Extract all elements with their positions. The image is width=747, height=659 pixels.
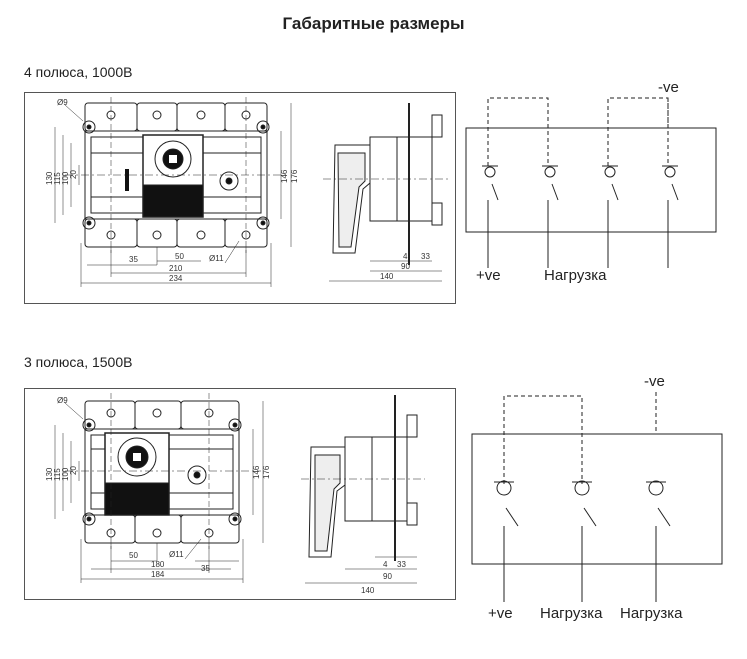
pole [602, 165, 619, 268]
dim-h176: 176 [262, 465, 271, 479]
dim-pitch: 50 [129, 551, 138, 560]
dim-fix-hole: Ø11 [209, 254, 224, 263]
dim-d90: 90 [383, 572, 392, 581]
section-label-4-pole: 4 полюса, 1000В [24, 64, 133, 80]
front-view-4-pole [54, 97, 292, 287]
dim-inner-width: 180 [151, 560, 165, 569]
dim-d140: 140 [380, 272, 394, 281]
dim-outer-width: 184 [151, 570, 165, 579]
dim-h100: 100 [61, 467, 70, 481]
terminal-neg-label: -ve [658, 79, 679, 96]
dim-fix-hole: Ø11 [169, 550, 184, 559]
side-view-3-pole [301, 395, 425, 584]
dim-edge: 35 [129, 255, 138, 264]
dim-d4: 4 [403, 252, 408, 261]
terminal-pos-label: +ve [488, 605, 513, 622]
terminal-load-label: Нагрузка [540, 605, 603, 622]
dim-h146: 146 [280, 169, 289, 183]
dim-hole: Ø9 [57, 396, 68, 405]
dimension-drawing-4-pole: Ø9 35 50 Ø11 210 234 130 115 100 20 146 … [45, 97, 450, 287]
dim-h130: 130 [45, 467, 54, 481]
dim-h115: 115 [53, 172, 62, 185]
pole [572, 480, 597, 602]
wiring-diagram-4-pole: -ve +ve Нагрузка [465, 79, 717, 284]
dim-h146: 146 [252, 465, 261, 479]
wiring-diagram-3-pole: -ve +ve Нагрузка Нагрузка [471, 373, 723, 622]
dim-edge: 35 [201, 564, 210, 573]
terminal-neg-label: -ve [644, 373, 665, 390]
pole [482, 165, 499, 268]
dim-h20: 20 [69, 466, 78, 475]
drawing-frame-3-pole: Ø9 50 Ø11 35 180 184 130 115 100 20 146 … [24, 388, 456, 600]
page-title: Габаритные размеры [282, 14, 465, 33]
terminal-load-label: Нагрузка [620, 605, 683, 622]
dim-h20: 20 [69, 170, 78, 179]
section-label-3-pole: 3 полюса, 1500В [24, 354, 133, 370]
dim-d90: 90 [401, 262, 410, 271]
terminal-load-label: Нагрузка [544, 267, 607, 284]
dim-h115: 115 [53, 468, 62, 481]
front-view-3-pole [54, 393, 264, 583]
pole [646, 480, 671, 602]
dim-hole: Ø9 [57, 98, 68, 107]
side-view-4-pole [323, 103, 450, 282]
terminal-pos-label: +ve [476, 267, 501, 284]
pole [542, 165, 559, 268]
dim-outer-width: 234 [169, 274, 183, 283]
dim-d140: 140 [361, 586, 375, 595]
dimension-drawing-3-pole: Ø9 50 Ø11 35 180 184 130 115 100 20 146 … [45, 393, 425, 595]
dim-pitch: 50 [175, 252, 184, 261]
dim-h100: 100 [61, 171, 70, 185]
pole [662, 165, 679, 268]
dim-h176: 176 [290, 169, 299, 183]
dim-inner-width: 210 [169, 264, 183, 273]
drawing-frame-4-pole: Ø9 35 50 Ø11 210 234 130 115 100 20 146 … [24, 92, 456, 304]
dim-d4: 4 [383, 560, 388, 569]
pole [494, 480, 519, 602]
dim-d33: 33 [421, 252, 430, 261]
dim-h130: 130 [45, 171, 54, 185]
dim-d33: 33 [397, 560, 406, 569]
